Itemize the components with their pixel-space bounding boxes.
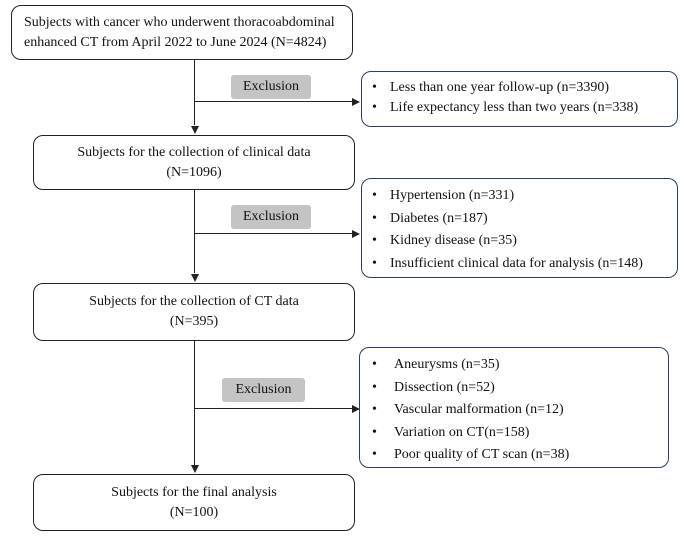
exclusion-item: Variation on CT(n=158) xyxy=(372,422,658,445)
exclusion-item: Insufficient clinical data for analysis … xyxy=(372,253,667,276)
step-box-final-analysis: Subjects for the final analysis (N=100) xyxy=(33,474,355,531)
exclusion-tag: Exclusion xyxy=(231,205,311,229)
branch-line xyxy=(194,101,352,103)
connector-line xyxy=(194,60,196,125)
exclusion-item: Life expectancy less than two years (n=3… xyxy=(372,98,667,118)
step-label-line1: Subjects for the collection of CT data xyxy=(89,294,299,309)
exclusion-item: Poor quality of CT scan (n=38) xyxy=(372,444,658,467)
exclusion-list: Less than one year follow-up (n=3390) Li… xyxy=(372,78,667,118)
step-label-line2: enhanced CT from April 2022 to June 2024… xyxy=(24,34,327,50)
step-box-ct-data: Subjects for the collection of CT data (… xyxy=(33,283,355,341)
step-label-line2: (N=395) xyxy=(169,314,219,329)
exclusion-item: Dissection (n=52) xyxy=(372,377,658,400)
exclusion-box-3: Aneurysms (n=35) Dissection (n=52) Vascu… xyxy=(359,347,669,468)
connector-line xyxy=(194,190,196,273)
arrow-down-icon xyxy=(190,274,199,282)
step-box-enrolled: Subjects with cancer who underwent thora… xyxy=(11,5,353,60)
exclusion-item: Less than one year follow-up (n=3390) xyxy=(372,78,667,98)
exclusion-box-1: Less than one year follow-up (n=3390) Li… xyxy=(361,71,678,127)
exclusion-item: Vascular malformation (n=12) xyxy=(372,399,658,422)
arrow-right-icon xyxy=(352,404,360,413)
exclusion-item: Hypertension (n=331) xyxy=(372,185,667,208)
step-label-line2: (N=1096) xyxy=(166,164,222,180)
exclusion-list: Hypertension (n=331) Diabetes (n=187) Ki… xyxy=(372,185,667,275)
step-label-line2: (N=100) xyxy=(169,504,219,520)
branch-line xyxy=(194,408,352,410)
exclusion-tag: Exclusion xyxy=(222,378,305,402)
exclusion-item: Diabetes (n=187) xyxy=(372,208,667,231)
step-box-clinical-data: Subjects for the collection of clinical … xyxy=(33,135,355,190)
exclusion-item: Aneurysms (n=35) xyxy=(372,354,658,377)
arrow-down-icon xyxy=(190,126,199,134)
exclusion-list: Aneurysms (n=35) Dissection (n=52) Vascu… xyxy=(372,354,658,467)
arrow-right-icon xyxy=(352,229,360,238)
branch-line xyxy=(194,233,352,235)
arrow-right-icon xyxy=(352,97,360,106)
exclusion-box-2: Hypertension (n=331) Diabetes (n=187) Ki… xyxy=(361,178,678,278)
step-label-line1: Subjects for the final analysis xyxy=(111,484,277,500)
arrow-down-icon xyxy=(190,465,199,473)
exclusion-tag: Exclusion xyxy=(231,75,311,99)
step-label-line1: Subjects for the collection of clinical … xyxy=(77,144,311,160)
step-label-line1: Subjects with cancer who underwent thora… xyxy=(24,14,335,30)
exclusion-item: Kidney disease (n=35) xyxy=(372,230,667,253)
connector-line xyxy=(194,341,196,465)
